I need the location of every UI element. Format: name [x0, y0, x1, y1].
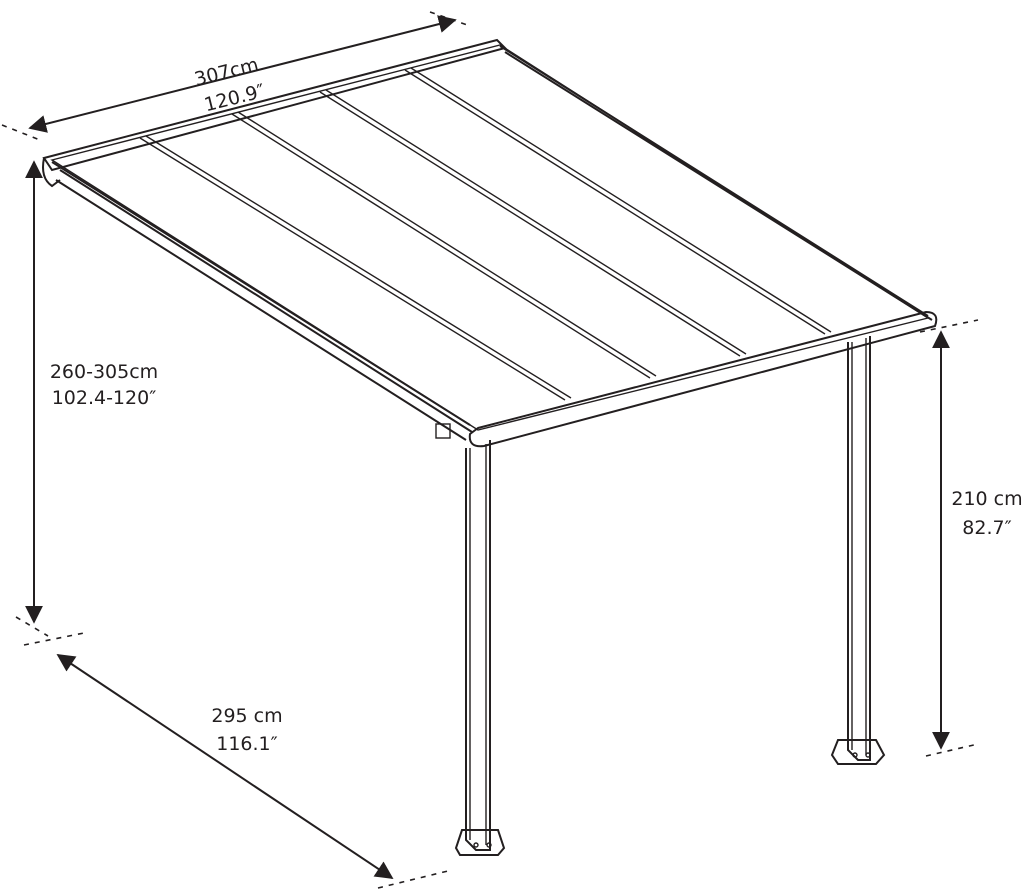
post-bracket-left — [435, 423, 451, 439]
roof — [42, 38, 938, 448]
depth-metric-label: 295 cm — [211, 705, 282, 727]
right-side-rail — [499, 45, 933, 321]
left-side-rail — [51, 161, 473, 441]
depth-dimension-arrow — [56, 654, 394, 879]
front-left-post — [454, 440, 506, 856]
front-height-imperial-label: 82.7″ — [962, 517, 1011, 539]
rear-end-cap — [42, 157, 61, 188]
width-dimension-arrow — [28, 15, 457, 133]
front-right-post — [830, 336, 886, 765]
dimension-lines — [1, 11, 979, 889]
roof-panel-surface — [50, 44, 930, 431]
posts — [454, 336, 886, 856]
rear-height-metric-label: 260-305cm — [50, 361, 158, 383]
dimension-labels: 307cm 120.9″ 260-305cm 102.4-120″ 210 cm… — [50, 54, 1023, 755]
front-height-metric-label: 210 cm — [951, 488, 1022, 510]
depth-imperial-label: 116.1″ — [216, 733, 278, 755]
front-gutter-beam — [468, 310, 938, 448]
rear-height-imperial-label: 102.4-120″ — [52, 387, 157, 409]
panel-dividers — [139, 67, 832, 401]
